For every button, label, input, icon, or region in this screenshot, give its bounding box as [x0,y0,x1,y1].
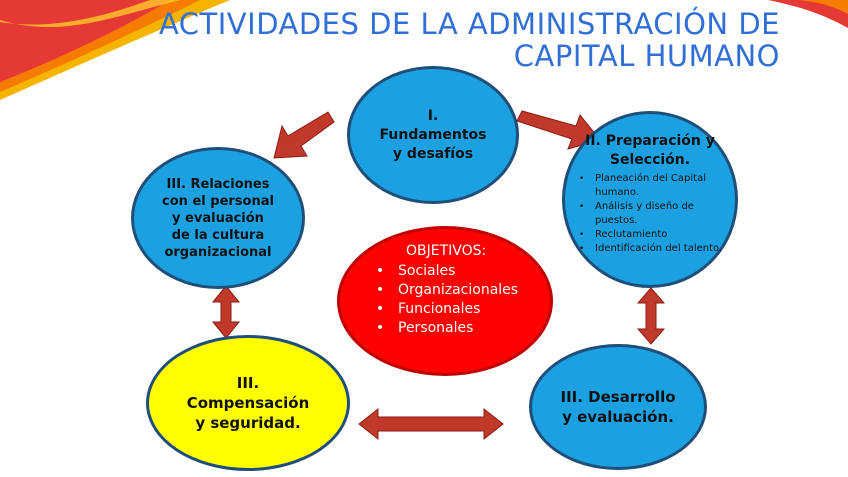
slide-title: ACTIVIDADES DE LA ADMINISTRACIÓN DE CAPI… [159,8,780,72]
arrow-preparacion-desarrollo [636,287,666,345]
preparacion-item: Identificación del talento. [575,242,725,256]
arrow-compensacion-desarrollo [358,407,504,441]
arrow-fundamentos-to-relaciones [273,111,335,159]
node-fundamentos: I. Fundamentos y desafíos [347,66,519,204]
node-compensacion-line3: y seguridad. [195,414,301,432]
decorative-swoosh-left [0,0,230,100]
preparacion-list: Planeación del Capital humano. Análisis … [575,172,725,256]
arrow-relaciones-compensacion [211,285,241,339]
preparacion-item: Planeación del Capital humano. [575,172,725,200]
node-preparacion-line1: II. Preparación y [585,133,715,149]
node-relaciones-line2: con el personal [162,193,274,209]
node-relaciones-line3: y evaluación [172,210,264,226]
objetivos-item: Funcionales [372,300,528,319]
node-fundamentos-line1: I. [427,107,439,124]
objetivos-heading: OBJETIVOS: [406,243,487,259]
node-fundamentos-line2: Fundamentos [379,126,487,143]
node-relaciones-line4: de la cultura [171,227,265,243]
preparacion-item: Análisis y diseño de puestos. [575,200,725,228]
title-line-2: CAPITAL HUMANO [513,39,780,73]
node-desarrollo-line2: y evaluación. [562,408,674,426]
objetivos-item: Personales [372,319,528,338]
node-relaciones-line5: organizacional [164,244,272,260]
node-desarrollo: III. Desarrollo y evaluación. [529,344,707,470]
preparacion-item: Reclutamiento [575,228,725,242]
node-compensacion-line1: III. [236,374,260,392]
objetivos-item: Sociales [372,262,528,281]
objetivos-list: Sociales Organizacionales Funcionales Pe… [372,262,528,338]
node-fundamentos-line3: y desafíos [392,145,474,162]
node-relaciones: III. Relaciones con el personal y evalua… [131,147,305,289]
node-compensacion: III. Compensación y seguridad. [146,335,350,471]
node-relaciones-line1: III. Relaciones [166,176,270,192]
node-compensacion-line2: Compensación [186,394,310,412]
objetivos-item: Organizacionales [372,281,528,300]
decorative-swoosh-right [768,0,848,28]
title-line-1: ACTIVIDADES DE LA ADMINISTRACIÓN DE [158,7,780,41]
node-preparacion: II. Preparación y Selección. Planeación … [562,111,738,288]
node-desarrollo-line1: III. Desarrollo [560,388,676,406]
node-objetivos: OBJETIVOS: Sociales Organizacionales Fun… [337,226,553,376]
node-preparacion-line2: Selección. [609,152,691,168]
